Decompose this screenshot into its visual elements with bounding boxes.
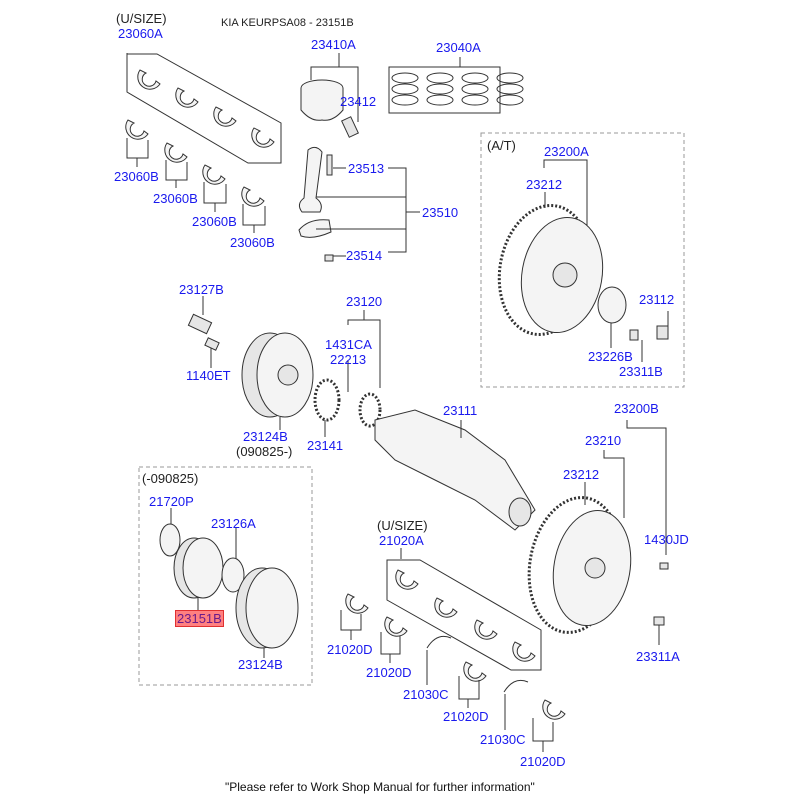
- part-label-22213[interactable]: 22213: [330, 352, 367, 367]
- part-label-23060B[interactable]: 23060B: [153, 191, 198, 206]
- part-label-21030C[interactable]: 21030C: [403, 687, 449, 702]
- part-label-23514[interactable]: 23514: [346, 248, 383, 263]
- part-label-23510[interactable]: 23510: [422, 205, 459, 220]
- piston-rings-drawing: [388, 57, 524, 114]
- usize-bottom-note: (U/SIZE): [377, 518, 428, 533]
- old-pulley-drawing: [159, 508, 299, 658]
- part-label-23226B[interactable]: 23226B: [588, 349, 633, 364]
- at-flywheel-drawing: [497, 159, 669, 362]
- footer-note: "Please refer to Work Shop Manual for fu…: [225, 780, 535, 794]
- date-to-note: (-090825): [142, 471, 199, 486]
- part-label-23060B[interactable]: 23060B: [192, 214, 237, 229]
- part-label-23410A[interactable]: 23410A: [311, 37, 356, 52]
- connecting-rod-drawing: [298, 146, 420, 262]
- part-label-21020D[interactable]: 21020D: [366, 665, 412, 680]
- part-label-23311A[interactable]: 23311A: [636, 649, 680, 664]
- part-label-23141[interactable]: 23141: [307, 438, 344, 453]
- piston-drawing: [300, 53, 359, 138]
- part-label-1430JD[interactable]: 1430JD: [644, 532, 689, 547]
- lower-bearing-set: [340, 548, 566, 752]
- part-label-23212[interactable]: 23212: [526, 177, 563, 192]
- part-label-21030C[interactable]: 21030C: [480, 732, 526, 747]
- part-label-23060A[interactable]: 23060A: [118, 26, 163, 41]
- part-label-23412[interactable]: 23412: [340, 94, 377, 109]
- crankshaft-drawing: [358, 392, 536, 531]
- part-label-1140ET[interactable]: 1140ET: [186, 368, 231, 383]
- part-label-23200B[interactable]: 23200B: [614, 401, 659, 416]
- part-label-23311B[interactable]: 23311B: [619, 364, 663, 379]
- part-label-23124B[interactable]: 23124B: [243, 429, 288, 444]
- pre-090825-group-box: [138, 466, 313, 686]
- part-label-23120[interactable]: 23120: [346, 294, 383, 309]
- date-from-note: (090825-): [236, 444, 293, 459]
- part-label-21020D[interactable]: 21020D: [327, 642, 373, 657]
- part-label-23126A[interactable]: 23126A: [211, 516, 256, 531]
- mt-flywheel-drawing: [527, 420, 669, 645]
- part-label-23127B[interactable]: 23127B: [179, 282, 224, 297]
- part-label-21020D[interactable]: 21020D: [443, 709, 489, 724]
- part-label-23060B[interactable]: 23060B: [230, 235, 275, 250]
- part-label-23124B[interactable]: 23124B: [238, 657, 283, 672]
- part-label-23111[interactable]: 23111: [443, 403, 478, 418]
- part-label-23200A[interactable]: 23200A: [544, 144, 589, 159]
- part-label-23060B[interactable]: 23060B: [114, 169, 159, 184]
- usize-top-note: (U/SIZE): [116, 11, 167, 26]
- part-label-21720P[interactable]: 21720P: [149, 494, 194, 509]
- at-group-box: [480, 132, 685, 388]
- part-label-23212[interactable]: 23212: [563, 467, 600, 482]
- part-label-21020A[interactable]: 21020A: [379, 533, 424, 548]
- part-label-1431CA[interactable]: 1431CA: [325, 337, 372, 352]
- part-label-23151B-highlighted[interactable]: 23151B: [175, 610, 224, 627]
- part-label-21020D[interactable]: 21020D: [520, 754, 566, 769]
- part-label-23513[interactable]: 23513: [348, 161, 385, 176]
- upper-bearing-set: [125, 53, 282, 233]
- diagram-title: KIA KEURPSA08 - 23151B: [221, 17, 354, 29]
- at-note: (A/T): [487, 138, 516, 153]
- part-label-23210[interactable]: 23210: [585, 433, 622, 448]
- part-label-23040A[interactable]: 23040A: [436, 40, 481, 55]
- pulley-drawing: [187, 296, 381, 437]
- part-label-23112[interactable]: 23112: [639, 292, 675, 307]
